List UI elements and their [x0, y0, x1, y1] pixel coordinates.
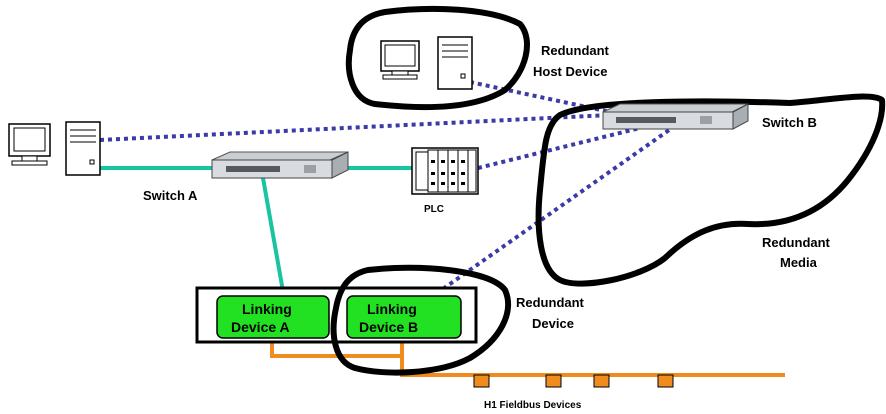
fieldbus-trunk [400, 338, 785, 377]
computer-tower-icon [65, 121, 101, 176]
redundant-media-label-line1: Redundant [762, 235, 831, 250]
network-switch-icon [602, 103, 749, 130]
redundant-device-label-line1: Redundant [516, 295, 585, 310]
redundant-device-label-line2: Device [532, 316, 574, 331]
redundant-media-boundary [535, 93, 886, 287]
primary-link-switch-a-linking-a [261, 177, 286, 298]
plc-label: PLC [424, 204, 444, 215]
redundant-host-boundary [345, 5, 530, 111]
redundant-link-linking-b-switch-b [428, 126, 674, 300]
linking-device-a-label-line1: Linking [242, 301, 292, 317]
redundant-host-label-line1: Redundant [541, 43, 610, 58]
monitor-icon [8, 123, 51, 166]
switch-a: Switch A [143, 151, 349, 203]
fieldbus-device-icon [545, 374, 562, 388]
network-switch-icon [211, 151, 349, 179]
fieldbus-device-icon [657, 374, 674, 388]
redundant-link-plc-switch-b [477, 126, 641, 170]
redundant-host-label-line2: Host Device [533, 64, 607, 79]
linking-device-b-label-line1: Linking [367, 301, 417, 317]
computer-tower-icon [437, 36, 473, 90]
fieldbus-devices: H1 Fieldbus Devices [473, 374, 674, 411]
redundant-media-label-line2: Media [780, 255, 818, 270]
linking-device-b-label-line2: Device B [359, 319, 418, 335]
redundant-link-workstation-switch-b [99, 113, 611, 142]
redundant-host-device: Redundant Host Device [345, 5, 610, 111]
switch-a-label: Switch A [143, 188, 198, 203]
plc-rack-icon [411, 147, 479, 195]
switch-b: Switch B [602, 103, 817, 130]
monitor-icon [380, 40, 420, 80]
switch-b-label: Switch B [762, 115, 817, 130]
redundant-device-boundary [330, 264, 512, 376]
fieldbus-device-icon [473, 374, 490, 388]
h1-fieldbus-label: H1 Fieldbus Devices [484, 400, 582, 411]
linking-device-a: Linking Device A [216, 295, 330, 339]
linking-device-a-label-line2: Device A [231, 319, 290, 335]
plc: PLC [411, 147, 479, 215]
fieldbus-link-linking-a [270, 338, 402, 358]
workstation-left [8, 121, 101, 176]
fieldbus-device-icon [593, 374, 610, 388]
linking-device-b: Linking Device B [346, 295, 462, 339]
